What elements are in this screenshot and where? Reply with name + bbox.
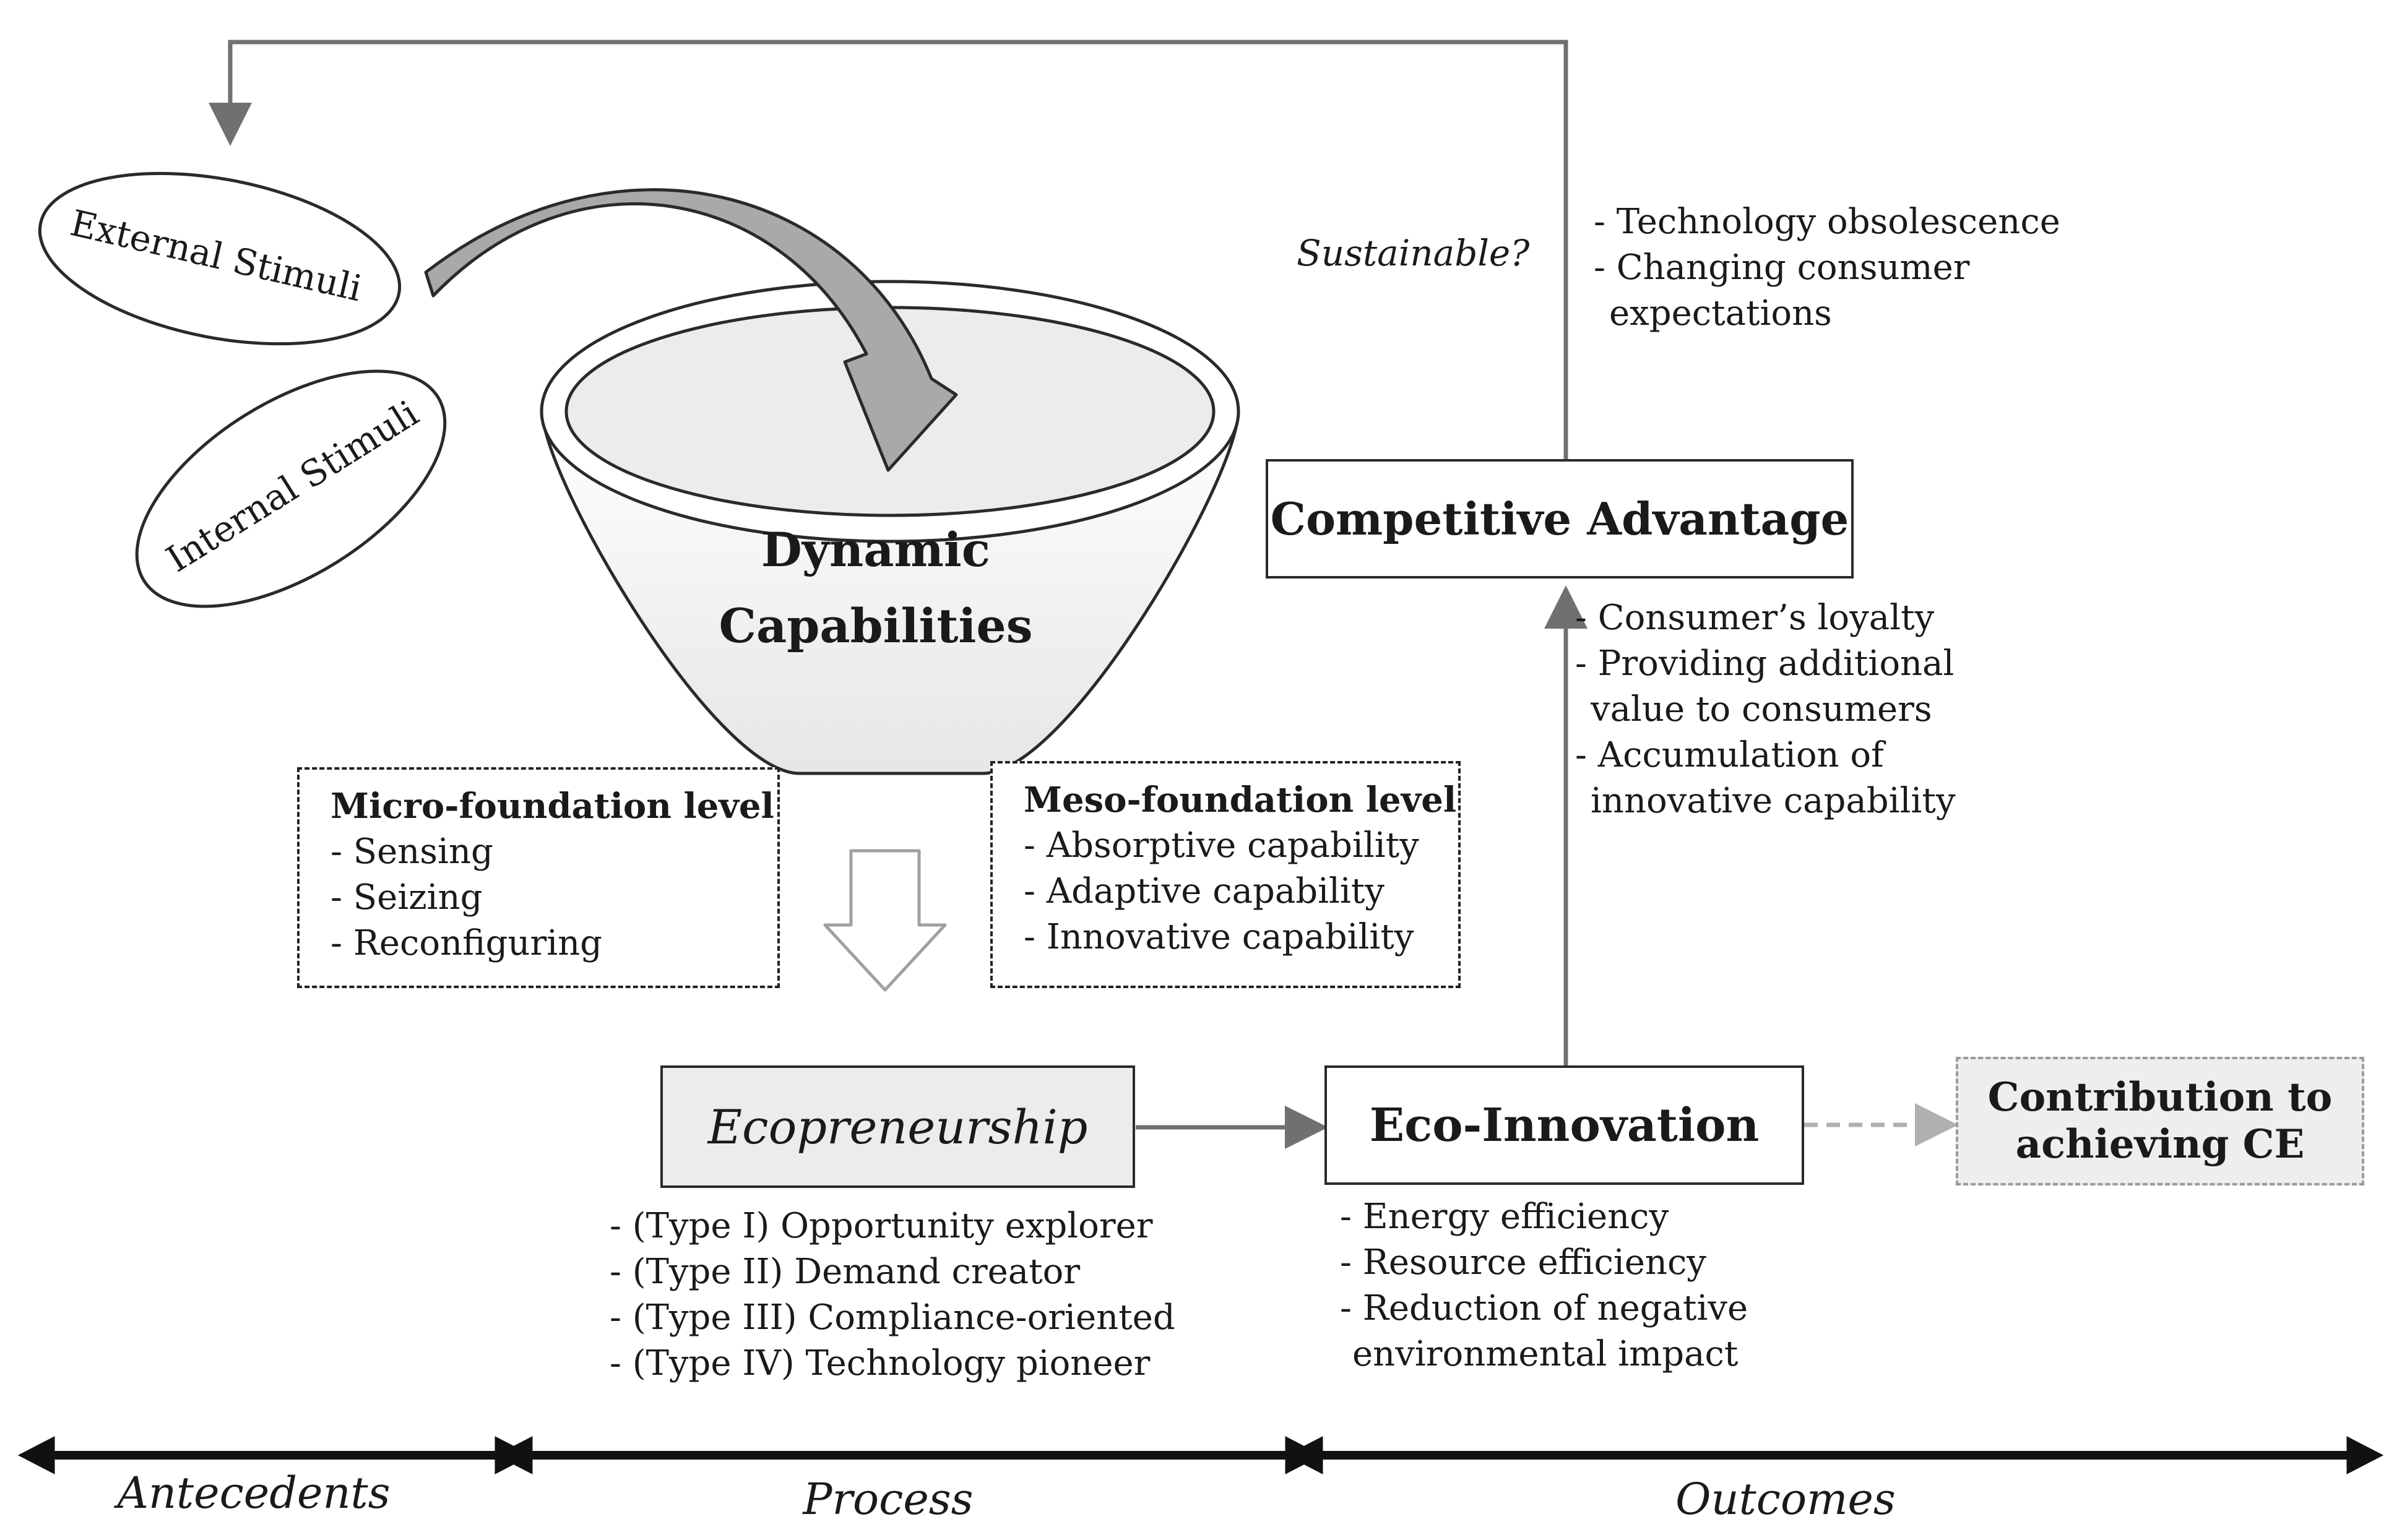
- ecopreneurship-type-item: - (Type IV) Technology pioneer: [610, 1343, 1151, 1383]
- competitive-advantage-threat-item: - Changing consumer: [1594, 247, 1970, 288]
- competitive-advantage-driver-item: - Providing additional: [1575, 643, 1955, 684]
- eco-innovation-outcome-item: environmental impact: [1352, 1334, 1739, 1374]
- sustainable-question: Sustainable?: [1297, 230, 1529, 276]
- down-arrow-icon: [823, 849, 947, 992]
- micro-foundation-item: - Reconfiguring: [330, 923, 603, 963]
- competitive-advantage-threat-item: expectations: [1609, 293, 1832, 333]
- timeline-axis: [17, 1436, 2384, 1474]
- external-stimuli-ellipse: [38, 171, 402, 346]
- curved-arrow-icon: [424, 188, 958, 472]
- funnel-title-line2: Capabilities: [719, 598, 1033, 653]
- meso-foundation-item: - Absorptive capability: [1024, 825, 1419, 866]
- feedback-loop-line: [209, 40, 1568, 459]
- contribution-box: Contribution to achieving CE: [1956, 1057, 2364, 1185]
- funnel-title-line1: Dynamic: [761, 522, 990, 577]
- ecopreneurship-type-item: - (Type III) Compliance-oriented: [610, 1297, 1175, 1338]
- ecopreneurship-type-item: - (Type I) Opportunity explorer: [610, 1206, 1153, 1246]
- sustainable-question-text: Sustainable?: [1297, 232, 1530, 274]
- eco-innovation-title: Eco-Innovation: [1369, 1098, 1760, 1152]
- competitive-advantage-threats-list: - Technology obsolescence - Changing con…: [1594, 199, 2060, 337]
- meso-foundation-item: - Adaptive capability: [1024, 871, 1385, 911]
- timeline-label-antecedents: Antecedents: [117, 1468, 391, 1518]
- competitive-advantage-box: Competitive Advantage: [1266, 459, 1854, 579]
- competitive-advantage-title: Competitive Advantage: [1270, 493, 1849, 545]
- eco-innovation-outcome-item: - Resource efficiency: [1340, 1242, 1706, 1283]
- competitive-advantage-driver-item: - Consumer’s loyalty: [1575, 598, 1935, 638]
- ecopreneurship-types-list: - (Type I) Opportunity explorer - (Type …: [610, 1203, 1175, 1387]
- eco-innovation-outcome-item: - Reduction of negative: [1340, 1288, 1748, 1328]
- eco-innovation-outcomes-list: - Energy efficiency - Resource efficienc…: [1340, 1194, 1748, 1377]
- eco-innovation-outcome-item: - Energy efficiency: [1340, 1197, 1669, 1237]
- micro-foundation-item: - Seizing: [330, 877, 483, 918]
- competitive-advantage-drivers-list: - Consumer’s loyalty - Providing additio…: [1575, 595, 1955, 824]
- micro-foundation-title: Micro-foundation level: [330, 786, 774, 827]
- contribution-line1: Contribution to: [1987, 1074, 2333, 1121]
- meso-foundation-item: - Innovative capability: [1024, 917, 1414, 957]
- contribution-line2: achieving CE: [2015, 1121, 2305, 1168]
- micro-foundation-item: - Sensing: [330, 832, 493, 872]
- ecopreneurship-box: Ecopreneurship: [660, 1065, 1135, 1188]
- competitive-advantage-driver-item: value to consumers: [1591, 689, 1932, 729]
- ecopreneurship-title: Ecopreneurship: [707, 1099, 1088, 1155]
- internal-stimuli-ellipse: [135, 369, 447, 608]
- meso-foundation-title: Meso-foundation level: [1024, 780, 1457, 820]
- timeline-label-process: Process: [803, 1474, 974, 1525]
- timeline-label-outcomes: Outcomes: [1675, 1474, 1896, 1525]
- ecopreneurship-type-item: - (Type II) Demand creator: [610, 1252, 1081, 1292]
- eco-innovation-box: Eco-Innovation: [1324, 1065, 1804, 1185]
- micro-foundation-box: Micro-foundation level - Sensing - Seizi…: [297, 767, 780, 988]
- competitive-advantage-threat-item: - Technology obsolescence: [1594, 202, 2060, 242]
- competitive-advantage-driver-item: - Accumulation of: [1575, 735, 1884, 775]
- meso-foundation-box: Meso-foundation level - Absorptive capab…: [990, 761, 1461, 988]
- competitive-advantage-driver-item: innovative capability: [1591, 781, 1956, 821]
